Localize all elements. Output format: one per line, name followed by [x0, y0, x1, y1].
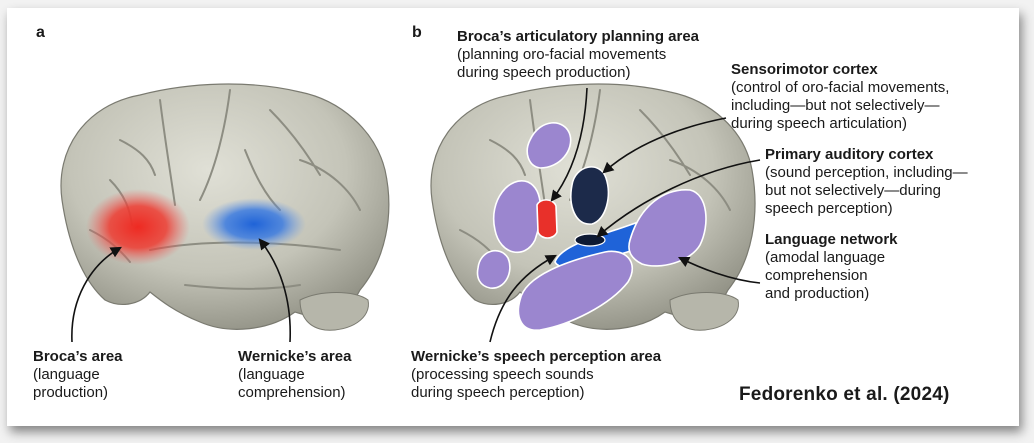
wernicke-area-desc-2: comprehension) [238, 384, 346, 401]
broca-articulatory-title: Broca’s articulatory planning area [457, 28, 700, 45]
broca-articulatory-desc-1: (planning oro-facial movements [457, 46, 667, 63]
sensorimotor-desc-1: (control of oro-facial movements, [731, 79, 950, 96]
wernicke-speech-caption: Wernicke’s speech perception area (proce… [411, 348, 661, 402]
language-network-desc-2: comprehension [765, 267, 868, 284]
wernicke-area-title: Wernicke’s area [238, 348, 352, 365]
sensorimotor-desc-2: including—but not selectively— [731, 97, 940, 114]
broca-articulatory-caption: Broca’s articulatory planning area (plan… [457, 28, 699, 82]
wernicke-area-caption: Wernicke’s area (language comprehension) [238, 348, 351, 402]
broca-articulatory-region [536, 199, 558, 239]
language-network-desc-1: (amodal language [765, 249, 886, 266]
citation-credit: Fedorenko et al. (2024) [739, 384, 950, 405]
auditory-desc-2: but not selectively—during [765, 182, 941, 199]
language-region-posterior [628, 189, 707, 267]
broca-articulatory-arrow [550, 87, 588, 202]
language-network-desc-3: and production) [765, 285, 870, 302]
wernicke-speech-desc-1: (processing speech sounds [411, 366, 594, 383]
language-region-frontal-low [476, 249, 511, 289]
broca-area-title: Broca’s area [33, 348, 123, 365]
language-network-caption: Language network (amodal language compre… [765, 231, 898, 303]
broca-area-desc-2: production) [33, 384, 109, 401]
sensorimotor-arrow [602, 117, 727, 174]
auditory-desc-1: (sound perception, including— [765, 164, 968, 181]
language-region-frontal-top [526, 122, 572, 169]
language-region-temporal [517, 250, 634, 331]
language-network-arrow [677, 256, 761, 284]
brain-a-cerebellum [299, 292, 369, 331]
wernicke-area-highlight [202, 198, 306, 250]
broca-area-desc-1: (language [33, 366, 100, 383]
panel-a-label: a [36, 24, 45, 41]
auditory-desc-3: speech perception) [765, 200, 893, 217]
auditory-caption: Primary auditory cortex (sound perceptio… [765, 146, 968, 218]
sensorimotor-desc-3: during speech articulation) [731, 115, 907, 132]
brain-b [430, 83, 761, 343]
language-network-title: Language network [765, 231, 898, 248]
wernicke-speech-title: Wernicke’s speech perception area [411, 348, 662, 365]
auditory-region [574, 233, 606, 247]
wernicke-area-desc-1: (language [238, 366, 305, 383]
broca-area-caption: Broca’s area (language production) [33, 348, 123, 402]
wernicke-speech-arrow [489, 254, 557, 343]
sensorimotor-region [570, 166, 610, 225]
auditory-title: Primary auditory cortex [765, 146, 934, 163]
wernicke-arrow [258, 238, 292, 343]
sensorimotor-title: Sensorimotor cortex [731, 61, 878, 78]
brain-a [60, 83, 390, 343]
broca-arrow [71, 246, 122, 343]
brain-b-cerebellum [669, 292, 739, 331]
sensorimotor-caption: Sensorimotor cortex (control of oro-faci… [731, 61, 949, 133]
panel-b-label: b [412, 24, 422, 41]
broca-area-highlight [86, 189, 190, 265]
broca-articulatory-desc-2: during speech production) [457, 64, 631, 81]
wernicke-speech-desc-2: during speech perception) [411, 384, 585, 401]
auditory-arrow [596, 159, 761, 238]
